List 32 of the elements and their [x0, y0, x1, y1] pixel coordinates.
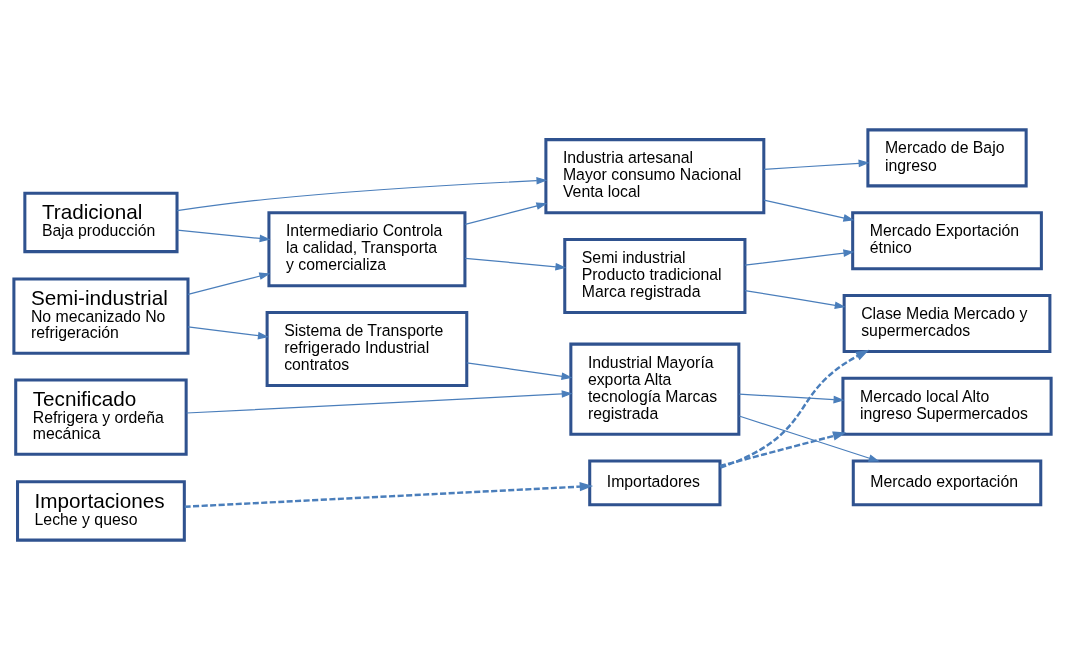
arrow	[187, 325, 269, 339]
arrow	[738, 392, 845, 403]
arrow	[185, 389, 573, 414]
node-box: Importadores	[588, 459, 722, 506]
arrow	[738, 414, 880, 462]
node-box: Mercado de Bajo ingreso	[866, 127, 1028, 187]
node-box: Tecnificado Refrigera y ordeña mecánica	[14, 378, 188, 456]
arrow	[720, 349, 870, 469]
arrow	[464, 257, 567, 271]
node-box: Industria artesanal Mayor consumo Nacional Venta local	[544, 137, 766, 214]
arrow	[763, 199, 855, 222]
arrow	[176, 228, 271, 242]
arrow	[744, 289, 846, 309]
arrow	[187, 271, 271, 295]
node-box: Mercado local Alto ingreso Supermercados	[841, 376, 1053, 436]
node-box: Intermediario Controla la calidad, Transporta y comercializa	[267, 210, 467, 287]
node-box: Semi-industrial No mecanizado No refrigeración	[12, 277, 190, 355]
arrow	[466, 361, 573, 380]
node-box: Semi industrial Producto tradicional Marca registrada	[563, 237, 747, 314]
node-box: Mercado exportación	[851, 459, 1043, 506]
arrow	[744, 248, 855, 266]
arrow	[763, 159, 870, 170]
node-box: Industrial Mayoría exporta Alta tecnología Marcas registrada	[569, 342, 741, 436]
arrow	[464, 201, 548, 225]
node-box: Mercado Exportación étnico	[851, 210, 1043, 270]
arrow	[176, 176, 548, 211]
arrow	[184, 481, 594, 508]
node-box: Clase Media Mercado y supermercados	[842, 293, 1052, 353]
node-box: Sistema de Transporte refrigerado Industrial contratos	[265, 310, 469, 387]
node-box: Tradicional Baja producción	[23, 191, 179, 253]
node-box: Importaciones Leche y queso	[16, 479, 186, 542]
arrow	[719, 430, 847, 467]
